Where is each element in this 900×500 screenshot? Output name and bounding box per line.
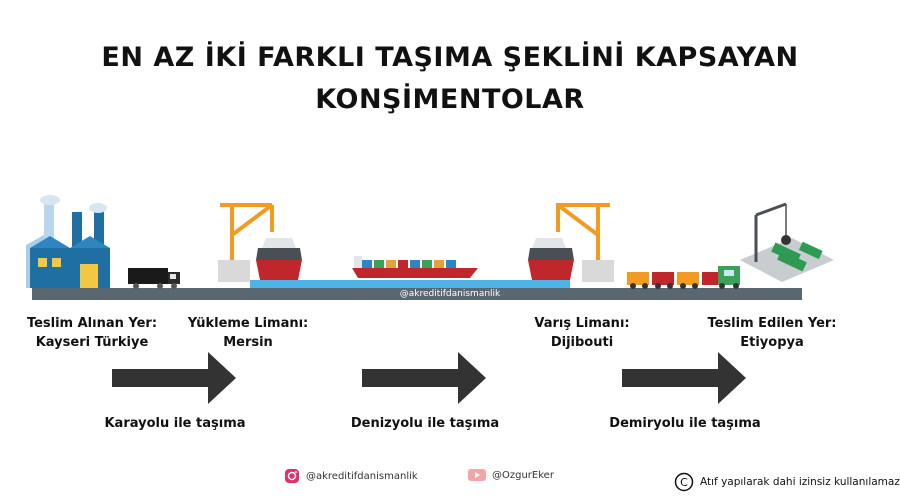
footer-copyright: C Atıf yapılarak dahi izinsiz kullanılam… <box>674 472 900 492</box>
location-discharge-port-name: Dijibouti <box>550 335 614 350</box>
instagram-handle: @akreditifdanismanlik <box>306 470 418 482</box>
ship-right-icon <box>528 238 574 280</box>
copyright-icon: C <box>674 472 694 492</box>
crane-left-icon <box>220 203 274 260</box>
location-pickup-role: Teslim Alınan Yer: <box>26 316 158 331</box>
location-loading-port-role: Yükleme Limanı: <box>187 316 309 331</box>
instagram-icon <box>285 469 299 483</box>
title-line-1: EN AZ İKİ FARKLI TAŞIMA ŞEKLİNİ KAPSAYAN <box>101 42 799 73</box>
location-delivery-name: Etiyopya <box>740 335 804 350</box>
factory-icon <box>26 195 110 288</box>
ground-strip <box>32 288 802 300</box>
ship-left-icon <box>256 238 302 280</box>
mode-road: Karayolu ile taşıma <box>104 416 246 431</box>
arrow-road-icon <box>112 352 236 404</box>
arrow-rail-icon <box>622 352 746 404</box>
location-discharge-port-role: Varış Limanı: <box>534 316 630 331</box>
title-line-2: KONŞİMENTOLAR <box>315 84 585 115</box>
watermark: @akreditifdanismanlik <box>399 289 501 299</box>
location-pickup: Teslim Alınan Yer: Kayseri Türkiye <box>12 314 172 352</box>
crane-left-base <box>218 260 250 282</box>
crane-right-base <box>582 260 614 282</box>
mode-sea: Denizyolu ile taşıma <box>350 416 500 431</box>
location-loading-port-name: Mersin <box>223 335 273 350</box>
train-icon <box>627 266 740 289</box>
copyright-text: Atıf yapılarak dahi izinsiz kullanılamaz <box>700 476 900 488</box>
youtube-icon <box>468 469 486 481</box>
water <box>250 280 570 288</box>
location-delivery: Teslim Edilen Yer: Etiyopya <box>692 314 852 352</box>
mode-rail: Demiryolu ile taşıma <box>609 416 761 431</box>
svg-text:C: C <box>680 476 688 489</box>
location-pickup-name: Kayseri Türkiye <box>35 335 149 350</box>
footer-instagram[interactable]: @akreditifdanismanlik <box>284 468 418 484</box>
location-delivery-role: Teslim Edilen Yer: <box>707 316 837 331</box>
truck-icon <box>128 268 180 289</box>
arrow-sea-icon <box>362 352 486 404</box>
transport-illustration <box>26 195 834 300</box>
container-yard-icon <box>740 202 834 282</box>
footer-youtube[interactable]: @OzgurEker <box>468 468 554 482</box>
container-ship-icon <box>352 256 478 278</box>
location-loading-port: Yükleme Limanı: Mersin <box>168 314 328 352</box>
crane-right-icon <box>556 203 610 260</box>
location-discharge-port: Varış Limanı: Dijibouti <box>502 314 662 352</box>
youtube-handle: @OzgurEker <box>492 469 554 481</box>
